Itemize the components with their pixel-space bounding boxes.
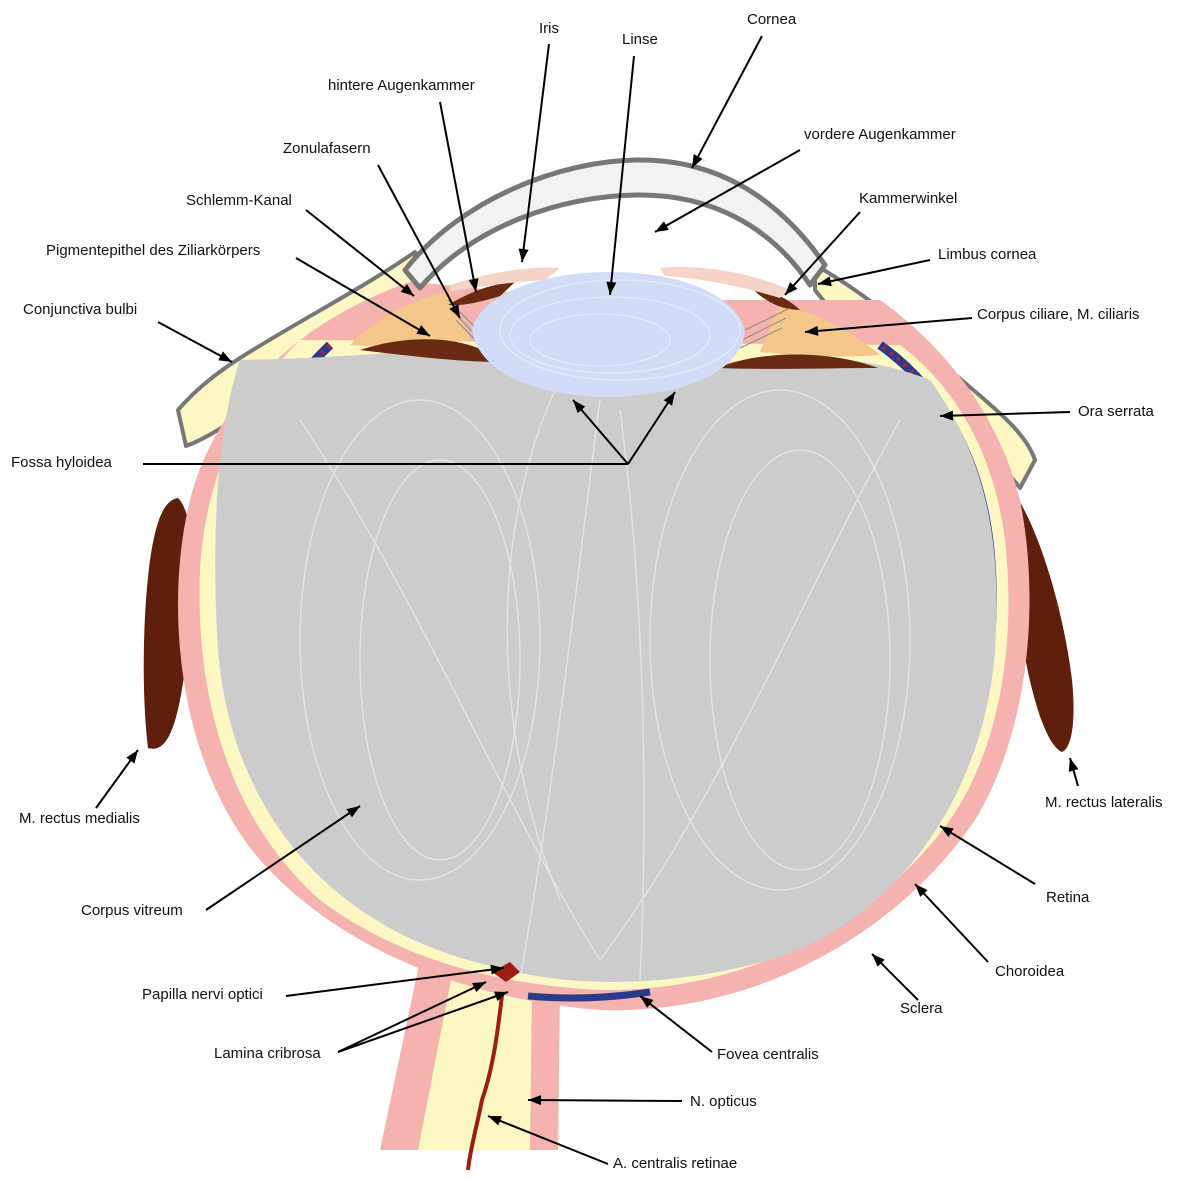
label-ora-serrata: Ora serrata: [1078, 403, 1154, 421]
label-conjunctiva-bulbi: Conjunctiva bulbi: [23, 301, 137, 319]
pointer-n-opticus: [528, 1100, 682, 1101]
label-limbus-cornea: Limbus cornea: [938, 246, 1036, 264]
label-m-rectus-lateralis: M. rectus lateralis: [1045, 794, 1163, 812]
label-lamina-cribrosa: Lamina cribrosa: [214, 1045, 321, 1063]
pointer-cornea: [692, 36, 762, 168]
arrowhead-conjunctiva-bulbi: [218, 351, 232, 362]
label-retina: Retina: [1046, 889, 1089, 907]
pointer-iris: [522, 44, 549, 262]
label-n-opticus: N. opticus: [690, 1093, 757, 1111]
label-corpus-vitreum: Corpus vitreum: [81, 902, 183, 920]
label-papilla-nervi-optici: Papilla nervi optici: [142, 986, 263, 1004]
arrowhead-m-rectus-medialis: [126, 750, 138, 763]
arrowhead-iris: [519, 248, 529, 262]
label-m-rectus-medialis: M. rectus medialis: [19, 810, 140, 828]
pointer-choroidea: [915, 884, 988, 962]
pointer-retina: [940, 826, 1035, 884]
corpus-vitreum-body: [215, 351, 996, 982]
label-choroidea: Choroidea: [995, 963, 1064, 981]
label-iris: Iris: [539, 20, 559, 38]
pointer-schlemm-kanal: [306, 210, 414, 296]
label-sclera: Sclera: [900, 1000, 943, 1018]
label-fovea-centralis: Fovea centralis: [717, 1046, 819, 1064]
label-cornea: Cornea: [747, 11, 796, 29]
label-linse: Linse: [622, 31, 658, 49]
arrowhead-vordere-augenkammer: [655, 221, 669, 232]
label-pigmentepithel: Pigmentepithel des Ziliarkörpers: [46, 242, 260, 260]
pointer-limbus-cornea: [818, 260, 930, 284]
label-zonulafasern: Zonulafasern: [283, 140, 371, 158]
label-a-centralis-retinae: A. centralis retinae: [613, 1155, 737, 1173]
label-fossa-hyloidea: Fossa hyloidea: [11, 454, 112, 472]
label-kammerwinkel: Kammerwinkel: [859, 190, 957, 208]
label-corpus-ciliare: Corpus ciliare, M. ciliaris: [977, 306, 1140, 324]
label-vordere-augenkammer: vordere Augenkammer: [804, 126, 956, 144]
label-schlemm-kanal: Schlemm-Kanal: [186, 192, 292, 210]
cornea-layer: [405, 160, 825, 288]
label-hintere-augenkammer: hintere Augenkammer: [328, 77, 475, 95]
arrowhead-m-rectus-lateralis: [1069, 758, 1079, 772]
